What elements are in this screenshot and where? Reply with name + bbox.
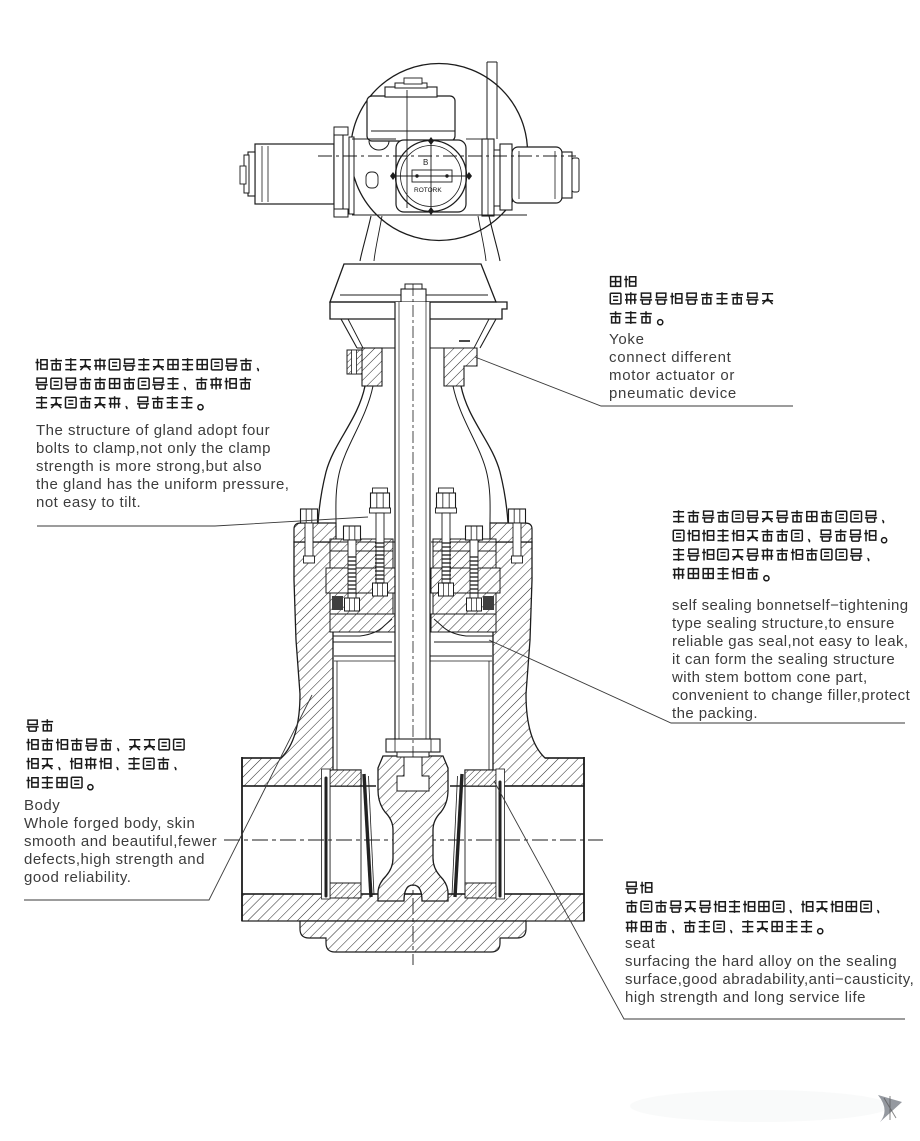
svg-text:connect different: connect different [609,349,732,366]
svg-text:self sealing bonnetself−tighte: self sealing bonnetself−tightening [672,597,909,614]
svg-text:ROTORK: ROTORK [414,187,442,194]
svg-text:surfacing the hard alloy on th: surfacing the hard alloy on the sealing [625,953,897,970]
svg-text:bolts to clamp,not only the cl: bolts to clamp,not only the clamp [36,440,271,457]
svg-text:Body: Body [24,797,60,814]
svg-text:type sealing structure,to ensu: type sealing structure,to ensure [672,615,895,632]
svg-text:The structure of gland adopt f: The structure of gland adopt four [36,422,270,439]
svg-text:the packing.: the packing. [672,705,758,722]
svg-text:smooth and beautiful,fewer: smooth and beautiful,fewer [24,833,217,850]
svg-text:pneumatic device: pneumatic device [609,385,737,402]
svg-text:Yoke: Yoke [609,331,645,348]
svg-text:not easy to tilt.: not easy to tilt. [36,494,141,511]
svg-text:good reliability.: good reliability. [24,869,131,886]
svg-text:defects,high strength and: defects,high strength and [24,851,205,868]
svg-text:seat: seat [625,935,656,952]
svg-text:it can form the sealing struct: it can form the sealing structure [672,651,895,668]
svg-text:strength is more strong,but al: strength is more strong,but also [36,458,262,475]
svg-text:with stem bottom cone part,: with stem bottom cone part, [671,669,868,686]
svg-text:high strength and long service: high strength and long service life [625,989,866,1006]
svg-text:surface,good abradability,anti: surface,good abradability,anti−causticit… [625,971,914,988]
svg-text:convenient to change filler,pr: convenient to change filler,protect [672,687,911,704]
svg-text:reliable gas seal,not easy to: reliable gas seal,not easy to leak, [672,633,909,650]
svg-text:Whole forged body, skin: Whole forged body, skin [24,815,195,832]
svg-text:B: B [423,158,428,167]
svg-text:the gland has the uniform pres: the gland has the uniform pressure, [36,476,289,493]
svg-text:motor actuator or: motor actuator or [609,367,735,384]
